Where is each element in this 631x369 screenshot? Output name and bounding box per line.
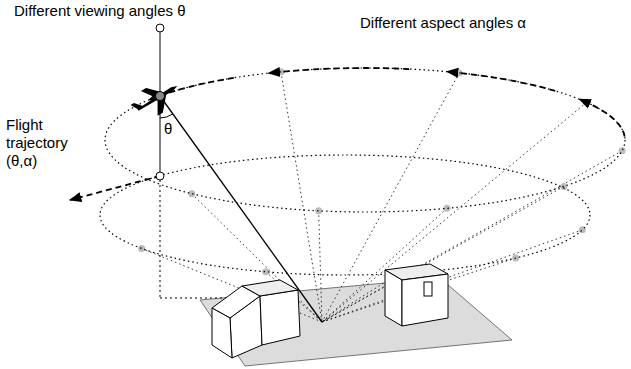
zenith-point bbox=[156, 24, 164, 32]
position-dot bbox=[138, 245, 145, 252]
sight-ray bbox=[319, 211, 322, 322]
sight-ray bbox=[322, 102, 587, 322]
caption-label: Flight trajectory (θ,α) bbox=[6, 116, 82, 170]
ground-plane bbox=[200, 278, 512, 366]
position-dot bbox=[315, 207, 322, 214]
position-dot bbox=[443, 205, 450, 212]
line-of-sight bbox=[160, 96, 322, 322]
trajectory-point bbox=[156, 172, 164, 180]
trajectory-arrow bbox=[70, 176, 160, 200]
sight-ray bbox=[322, 151, 622, 322]
caption-label: Different viewing angles θ bbox=[14, 2, 254, 20]
angle-label: θ bbox=[164, 120, 178, 138]
house bbox=[212, 280, 300, 358]
position-dot bbox=[188, 190, 195, 197]
position-dot bbox=[619, 147, 626, 154]
flight-path-arrows bbox=[149, 68, 624, 136]
flight-direction-arrow bbox=[580, 99, 625, 136]
airplane bbox=[127, 74, 185, 125]
upper-orbit bbox=[105, 68, 625, 212]
flight-direction-arrow bbox=[149, 78, 234, 100]
building bbox=[385, 264, 448, 326]
flight-direction-arrow bbox=[447, 72, 555, 91]
position-dot bbox=[560, 183, 567, 190]
foot-line bbox=[160, 298, 230, 299]
vertical-axis-dotted bbox=[160, 180, 161, 298]
sight-ray bbox=[322, 230, 582, 322]
angle-arc bbox=[160, 114, 173, 118]
lower-orbit bbox=[100, 155, 590, 275]
flight-direction-arrow bbox=[269, 68, 409, 73]
sight-lines bbox=[138, 68, 625, 322]
aircraft-position bbox=[156, 92, 165, 101]
caption-label: Different aspect angles α bbox=[360, 14, 600, 32]
